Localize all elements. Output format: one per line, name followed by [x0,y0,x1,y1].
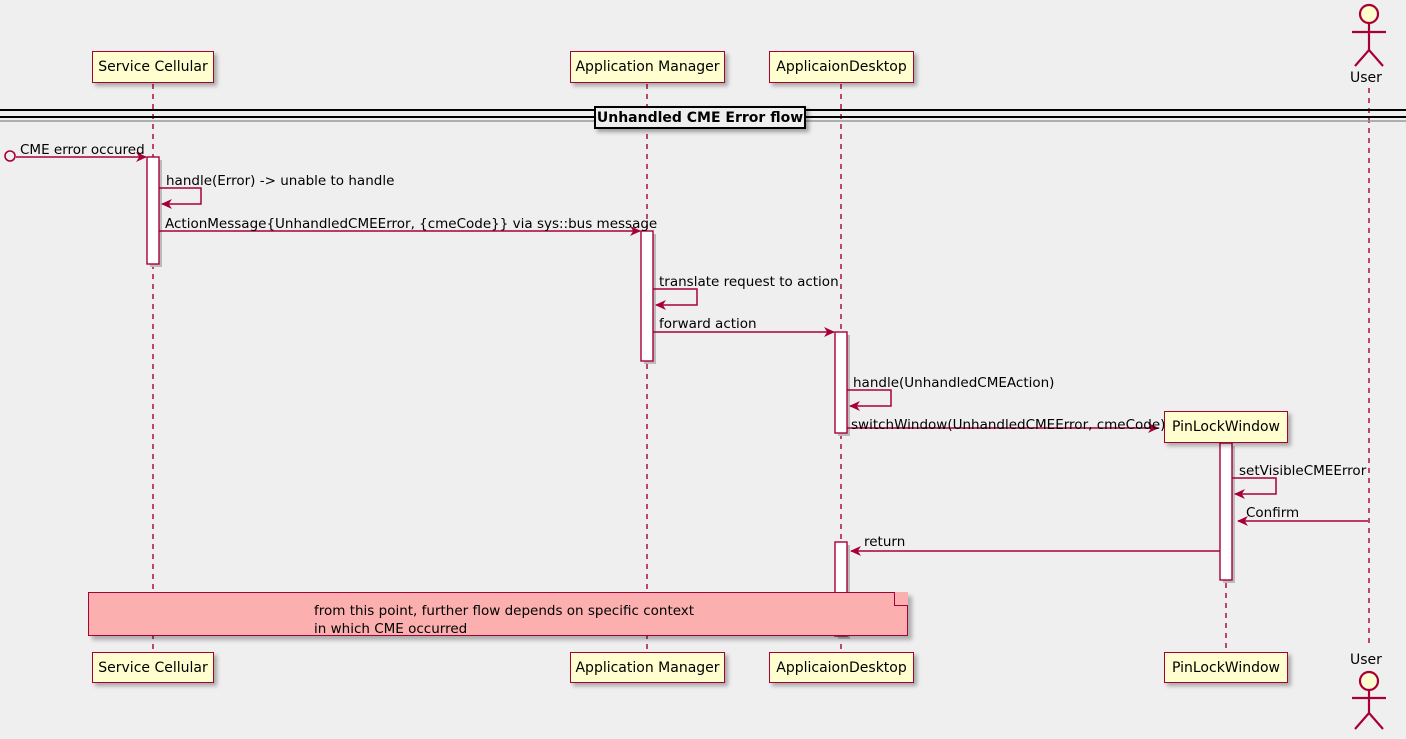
actor-label-text: User [1350,652,1382,668]
message-arrows [4,150,1368,556]
activation-service-cellular [146,156,160,265]
note-fold-corner [894,592,908,606]
activation-application-manager [640,230,654,362]
message-text: translate request to action [659,274,839,290]
message-text: setVisibleCMEError [1239,463,1367,479]
arrow-m8-self [1232,477,1277,499]
message-label-forward-action: forward action [659,316,757,332]
arrow-m4-self [653,288,698,310]
actor-user-label-top: User [1350,70,1382,86]
actor-user-top [1352,3,1386,67]
participant-applicaion-desktop-bottom[interactable]: ApplicaionDesktop [769,652,914,683]
participant-label: Service Cellular [98,659,208,676]
message-label-return: return [864,534,905,550]
arrow-m1-found-start [4,150,16,162]
actor-user-bottom [1352,670,1386,730]
message-text: handle(Error) -> unable to handle [166,173,395,189]
participant-application-manager-top[interactable]: Application Manager [570,51,725,83]
message-text: ActionMessage{UnhandledCMEError, {cmeCod… [165,216,658,232]
activation-pin-lock-window [1219,442,1233,581]
participant-label: PinLockWindow [1171,659,1281,676]
message-label-translate-request: translate request to action [659,274,839,290]
message-label-handle-unhandled-cme-action: handle(UnhandledCMEAction) [853,375,1054,391]
participant-label: Application Manager [575,59,720,75]
participant-service-cellular-bottom[interactable]: Service Cellular [92,652,214,683]
actor-user-label-bottom: User [1350,652,1382,668]
message-text: CME error occured [20,142,145,158]
message-label-confirm: Confirm [1246,505,1299,521]
message-text: Confirm [1246,505,1300,521]
participant-label: ApplicaionDesktop [776,59,907,75]
participant-pin-lock-window-bottom[interactable]: PinLockWindow [1164,652,1288,683]
message-label-switch-window: switchWindow(UnhandledCMEError, cmeCode) [851,417,1165,433]
participant-applicaion-desktop-top[interactable]: ApplicaionDesktop [769,51,914,83]
lifelines [152,84,1370,654]
divider-title-text: Unhandled CME Error flow [596,109,804,126]
note-flow-depends-on-context: from this point, further flow depends on… [88,592,908,637]
divider-title-unhandled-cme-error-flow: Unhandled CME Error flow [594,106,806,129]
activation-applicaion-desktop-1 [834,331,848,434]
message-label-handle-error: handle(Error) -> unable to handle [166,173,394,189]
participant-pin-lock-window-created[interactable]: PinLockWindow [1164,411,1288,443]
note-text: from this point, further flow depends on… [314,603,695,637]
message-text: switchWindow(UnhandledCMEError, cmeCode) [851,417,1166,433]
message-text: forward action [659,316,757,332]
message-label-cme-error-occured: CME error occured [20,142,145,158]
participant-label: ApplicaionDesktop [776,659,907,676]
message-label-set-visible-cme-error: setVisibleCMEError [1239,463,1366,479]
participant-application-manager-bottom[interactable]: Application Manager [570,652,725,683]
message-label-action-message: ActionMessage{UnhandledCMEError, {cmeCod… [165,216,657,232]
participant-label: PinLockWindow [1171,419,1281,435]
message-text: return [864,534,906,550]
message-text: handle(UnhandledCMEAction) [853,375,1055,391]
participant-label: Service Cellular [98,59,208,75]
arrow-m2-self [159,187,202,209]
actor-label-text: User [1350,70,1382,86]
participant-label: Application Manager [575,659,720,676]
arrow-m6-self [847,389,892,411]
participant-service-cellular-top[interactable]: Service Cellular [92,51,214,83]
